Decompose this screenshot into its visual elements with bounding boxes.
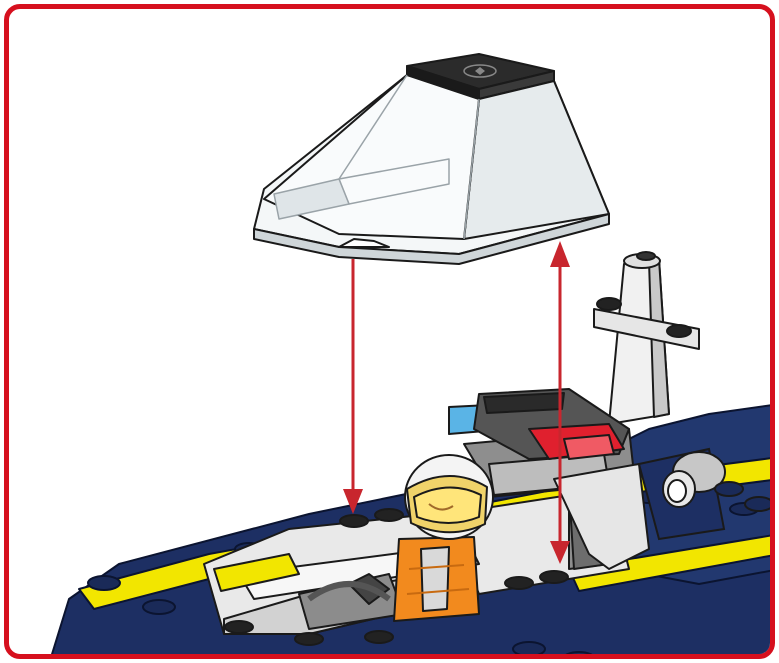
windshield-piece [254, 54, 609, 264]
instruction-panel [4, 4, 775, 659]
assembly-illustration [9, 9, 775, 659]
exhaust-stack [594, 252, 699, 424]
